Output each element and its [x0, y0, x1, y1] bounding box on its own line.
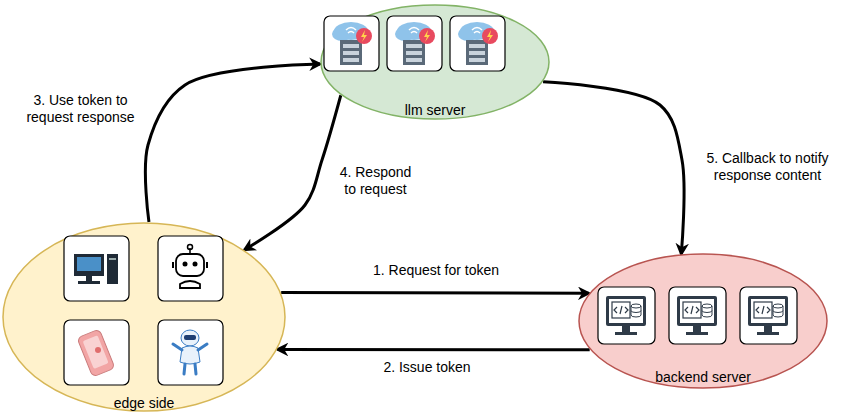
region-label: edge side: [114, 395, 175, 411]
arrow-connector: [277, 348, 589, 351]
icon-card: [740, 287, 797, 344]
icon-card: [64, 236, 129, 301]
icon-card: [158, 320, 223, 385]
region-ellipse: edge side: [2, 222, 286, 412]
icon-card: [387, 16, 442, 71]
region-ellipse: backend server: [578, 253, 828, 389]
ellipse-outline: [578, 253, 828, 389]
edge-label: 4. Respond to request: [333, 164, 418, 198]
ellipse-outline: [2, 222, 286, 412]
edge-label: 5. Callback to notify response content: [695, 150, 840, 184]
icon-card: [158, 236, 223, 301]
arrow-connector: [145, 64, 320, 222]
region-label: llm server: [405, 102, 466, 118]
icon-group: [64, 236, 223, 385]
icon-card: [669, 287, 726, 344]
icon-card: [598, 287, 655, 344]
arrow-connector: [244, 95, 340, 250]
icon-card: [450, 16, 505, 71]
region-label: backend server: [655, 369, 751, 385]
edge-label: 3. Use token to request response: [18, 92, 143, 126]
icon-card: [64, 320, 129, 385]
edge-label: 2. Issue token: [372, 359, 482, 376]
icon-group: [598, 287, 797, 344]
arrow-connector: [543, 82, 684, 254]
icon-card: [324, 16, 379, 71]
region-ellipse: llm server: [320, 4, 550, 120]
arrow-connector: [281, 291, 589, 295]
edge-label: 1. Request for token: [356, 262, 516, 279]
icon-group: [324, 16, 505, 71]
